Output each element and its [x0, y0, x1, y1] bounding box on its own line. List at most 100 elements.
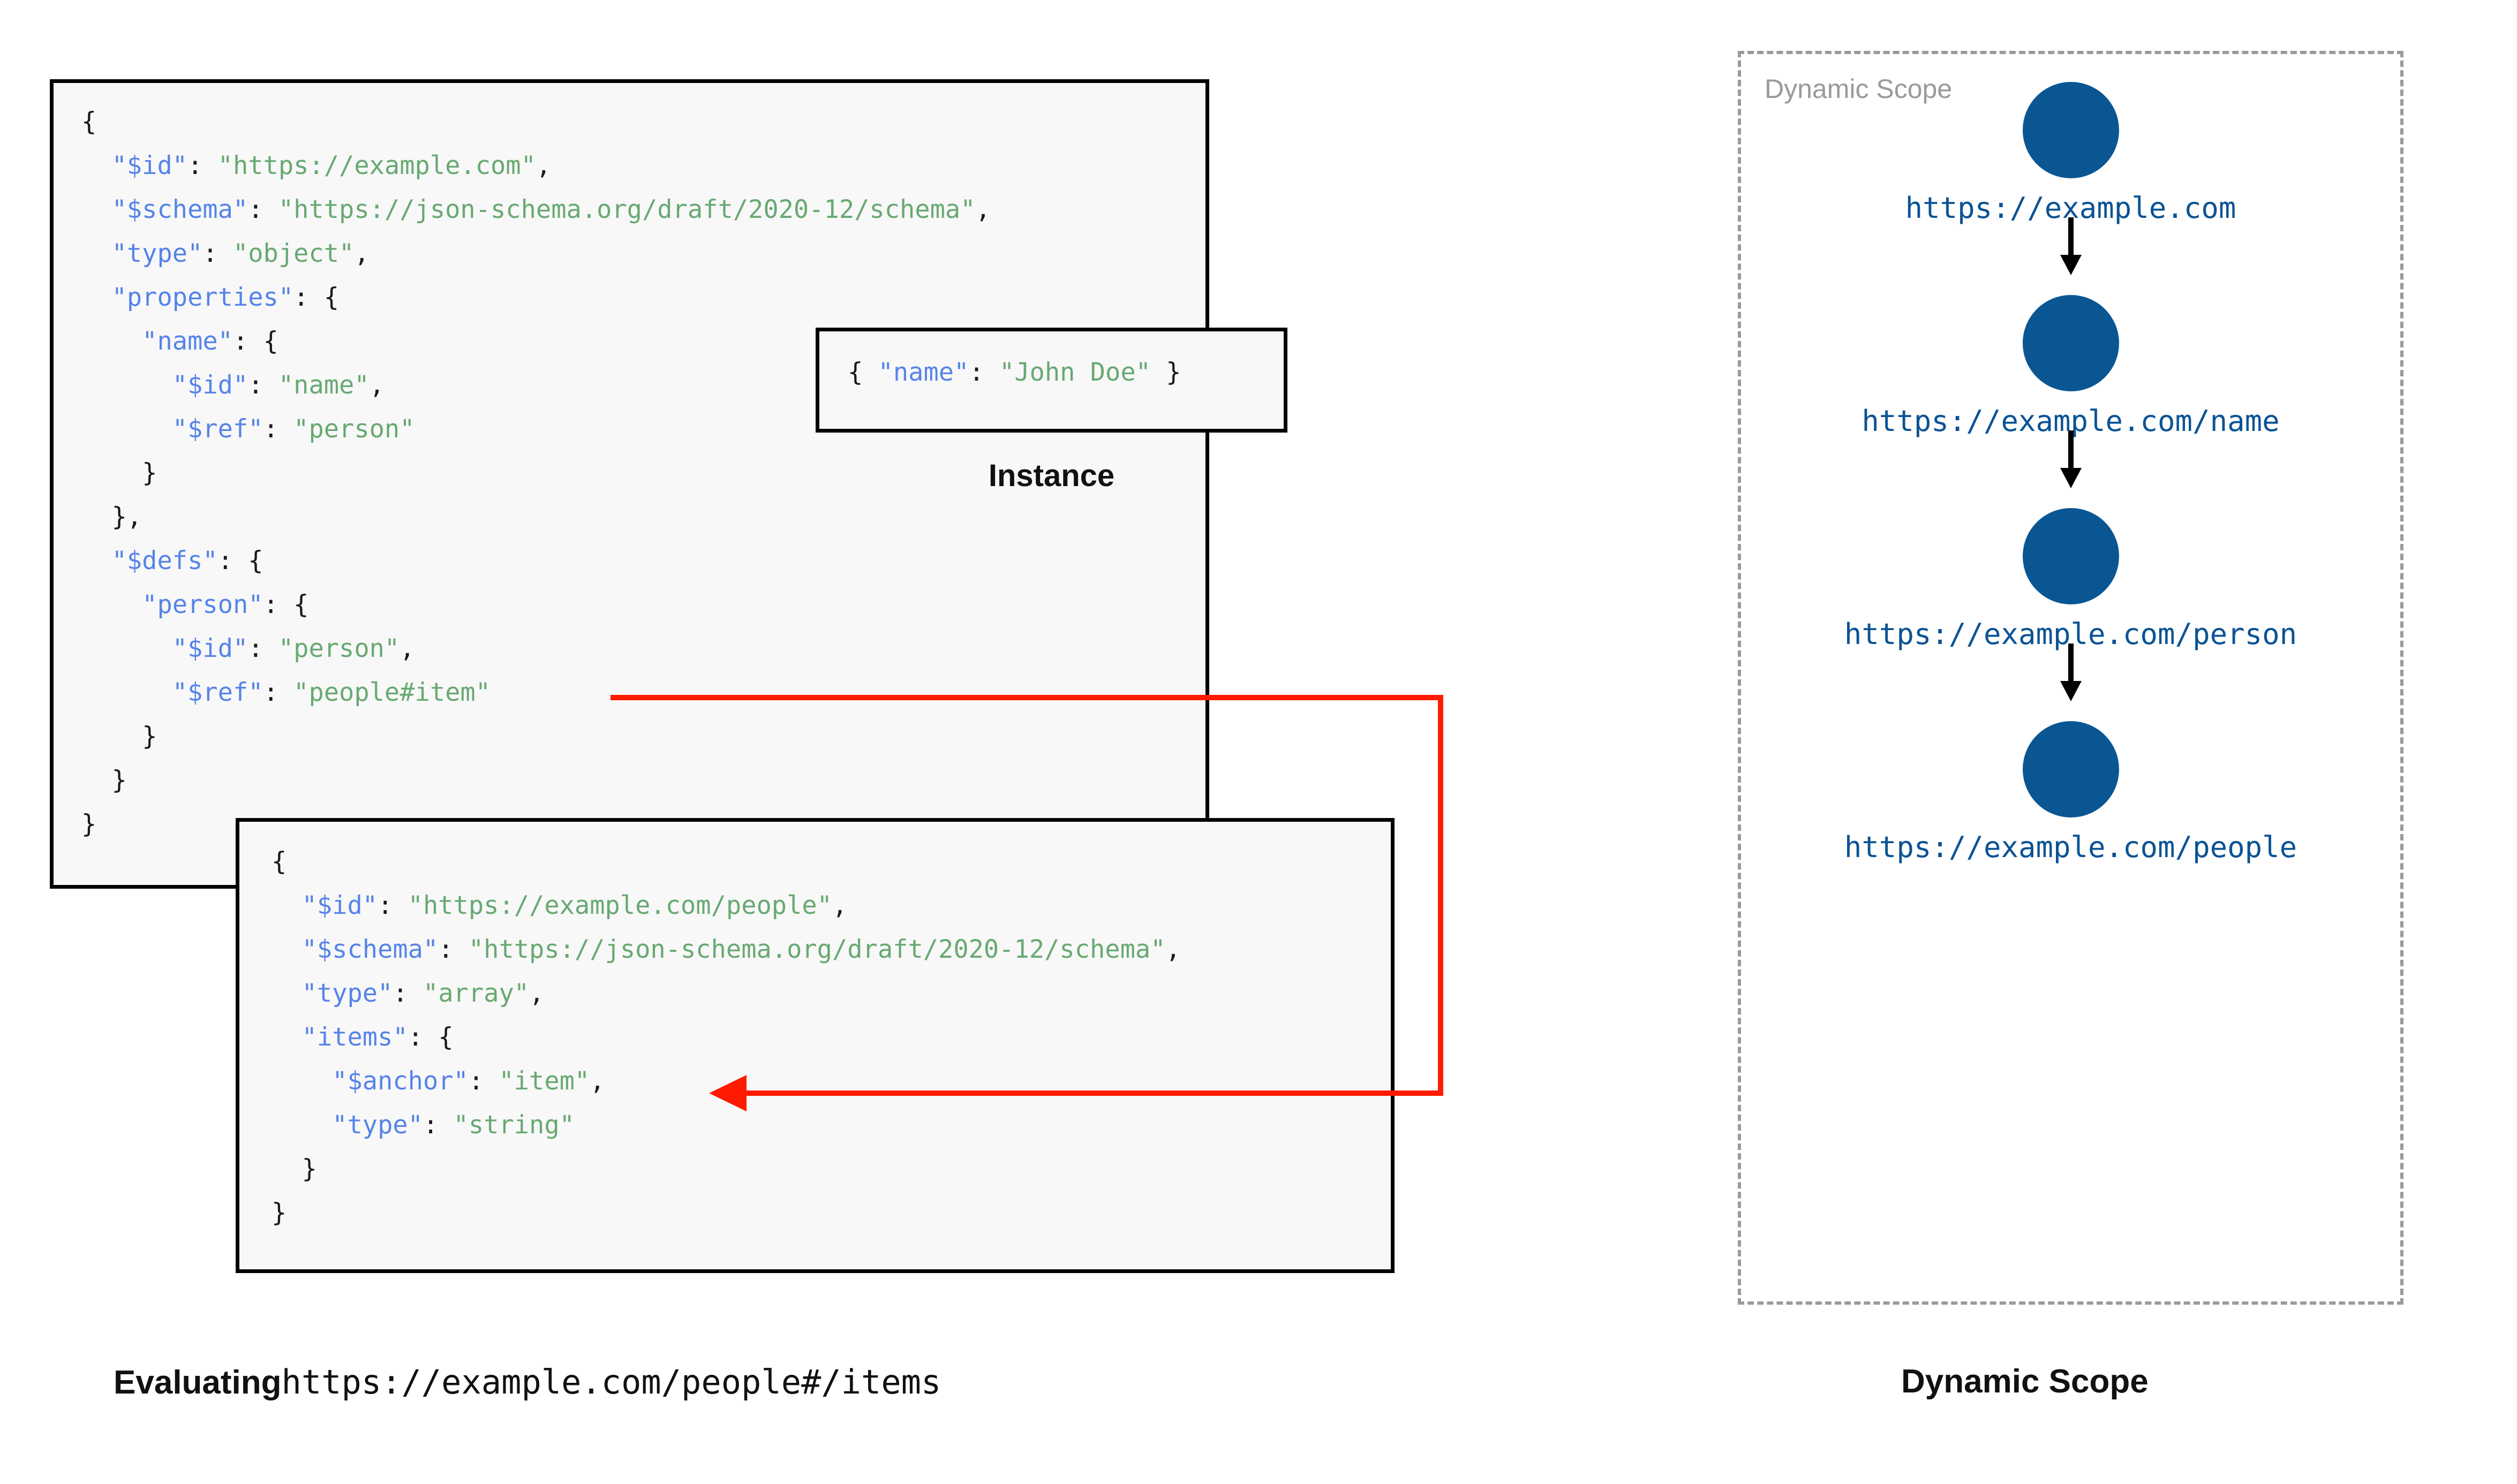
- instance-caption: Instance: [988, 458, 1115, 493]
- json-key: "$ref": [172, 678, 263, 707]
- code-line: "properties": {: [81, 276, 991, 320]
- json-key: "type": [332, 1110, 423, 1140]
- json-key: "$id": [172, 370, 248, 400]
- code-line: "name": {: [81, 320, 991, 364]
- code-line: }: [272, 1191, 1181, 1235]
- scope-arrow-down-icon-2: [1741, 643, 2400, 702]
- scope-node-circle: [2022, 82, 2119, 178]
- scope-node-0: https://example.com: [1741, 82, 2400, 225]
- json-punct: ,: [832, 891, 848, 920]
- json-key: "$ref": [172, 414, 263, 444]
- people-schema-code: { "$id": "https://example.com/people", "…: [272, 840, 1181, 1235]
- instance-box: { "name": "John Doe" }: [816, 328, 1287, 433]
- instance-code: { "name": "John Doe" }: [848, 357, 1181, 389]
- json-key: "type": [302, 979, 393, 1008]
- json-punct: }: [111, 766, 127, 795]
- code-line: "type": "array",: [272, 972, 1181, 1016]
- json-punct: ,: [1165, 935, 1181, 964]
- scope-node-3: https://example.com/people: [1741, 721, 2400, 864]
- json-key: "$defs": [111, 546, 218, 576]
- json-punct: :: [969, 358, 999, 387]
- scope-node-label: https://example.com/people: [1844, 830, 2297, 864]
- json-punct: :: [202, 239, 233, 268]
- scope-node-circle: [2022, 508, 2119, 604]
- json-punct: ,: [975, 195, 991, 224]
- json-key: "properties": [111, 283, 294, 312]
- json-punct: }: [302, 1154, 317, 1184]
- json-punct: :: [263, 414, 294, 444]
- json-string: "person": [293, 414, 415, 444]
- code-line: }: [272, 1147, 1181, 1191]
- json-punct: : {: [293, 283, 340, 312]
- code-line: }: [81, 715, 991, 759]
- json-key: "person": [142, 590, 263, 619]
- dynamic-scope-panel: Dynamic Scope https://example.com https:…: [1738, 51, 2403, 1305]
- json-punct: },: [111, 502, 142, 532]
- code-line: "$ref": "person": [81, 407, 991, 451]
- json-punct: :: [423, 1110, 454, 1140]
- json-punct: :: [468, 1066, 499, 1096]
- json-punct: }: [142, 458, 157, 488]
- json-punct: {: [81, 107, 97, 137]
- json-punct: ,: [536, 151, 552, 180]
- json-punct: ,: [529, 979, 545, 1008]
- json-punct: {: [272, 847, 287, 876]
- json-string: "https://json-schema.org/draft/2020-12/s…: [278, 195, 976, 224]
- code-line: {: [272, 840, 1181, 884]
- json-punct: ,: [354, 239, 370, 268]
- code-line: { "name": "John Doe" }: [848, 357, 1181, 389]
- scope-arrow-down-icon-0: [1741, 217, 2400, 276]
- json-punct: }: [81, 809, 97, 839]
- json-punct: }: [272, 1198, 287, 1228]
- json-punct: :: [378, 891, 408, 920]
- json-punct: {: [848, 358, 878, 387]
- json-string: "people#item": [293, 678, 491, 707]
- scope-node-2: https://example.com/person: [1741, 508, 2400, 651]
- code-line: "$ref": "people#item": [81, 671, 991, 715]
- json-string: "https://example.com": [217, 151, 536, 180]
- code-line: "$id": "https://example.com/people",: [272, 884, 1181, 928]
- json-punct: :: [187, 151, 218, 180]
- json-string: "https://json-schema.org/draft/2020-12/s…: [468, 935, 1166, 964]
- code-line: "$schema": "https://json-schema.org/draf…: [81, 188, 991, 232]
- json-string: "person": [278, 634, 400, 663]
- json-punct: :: [393, 979, 423, 1008]
- json-string: "John Doe": [999, 358, 1151, 387]
- code-line: "$schema": "https://json-schema.org/draf…: [272, 928, 1181, 972]
- json-key: "$anchor": [332, 1066, 469, 1096]
- json-punct: :: [248, 370, 278, 400]
- code-line: "items": {: [272, 1016, 1181, 1059]
- json-punct: ,: [369, 370, 385, 400]
- evaluating-caption-uri: https://example.com/people#/items: [281, 1362, 941, 1402]
- json-punct: :: [248, 634, 278, 663]
- dynamic-scope-caption: Dynamic Scope: [1901, 1363, 2149, 1400]
- code-line: "person": {: [81, 583, 991, 627]
- code-line: "$id": "name",: [81, 364, 991, 407]
- json-string: "name": [278, 370, 370, 400]
- code-line: "$anchor": "item",: [272, 1059, 1181, 1103]
- json-string: "array": [423, 979, 530, 1008]
- json-key: "$id": [302, 891, 378, 920]
- scope-arrow-down-icon-1: [1741, 430, 2400, 489]
- json-punct: }: [142, 722, 157, 751]
- json-punct: : {: [232, 327, 278, 356]
- json-string: "string": [453, 1110, 575, 1140]
- json-key: "$schema": [111, 195, 248, 224]
- scope-node-circle: [2022, 721, 2119, 817]
- code-line: "type": "object",: [81, 232, 991, 276]
- people-schema-box: { "$id": "https://example.com/people", "…: [236, 818, 1395, 1273]
- json-key: "type": [111, 239, 203, 268]
- code-line: }: [81, 802, 991, 846]
- code-line: {: [81, 100, 991, 144]
- evaluating-caption-prefix: Evaluating: [114, 1364, 282, 1401]
- json-key: "$schema": [302, 935, 439, 964]
- code-line: }: [81, 451, 991, 495]
- json-string: "https://example.com/people": [408, 891, 832, 920]
- evaluating-caption: Evaluatinghttps://example.com/people#/it…: [114, 1362, 941, 1402]
- json-punct: :: [248, 195, 278, 224]
- json-string: "item": [499, 1066, 590, 1096]
- json-key: "$id": [172, 634, 248, 663]
- json-key: "$id": [111, 151, 188, 180]
- json-key: "name": [878, 358, 969, 387]
